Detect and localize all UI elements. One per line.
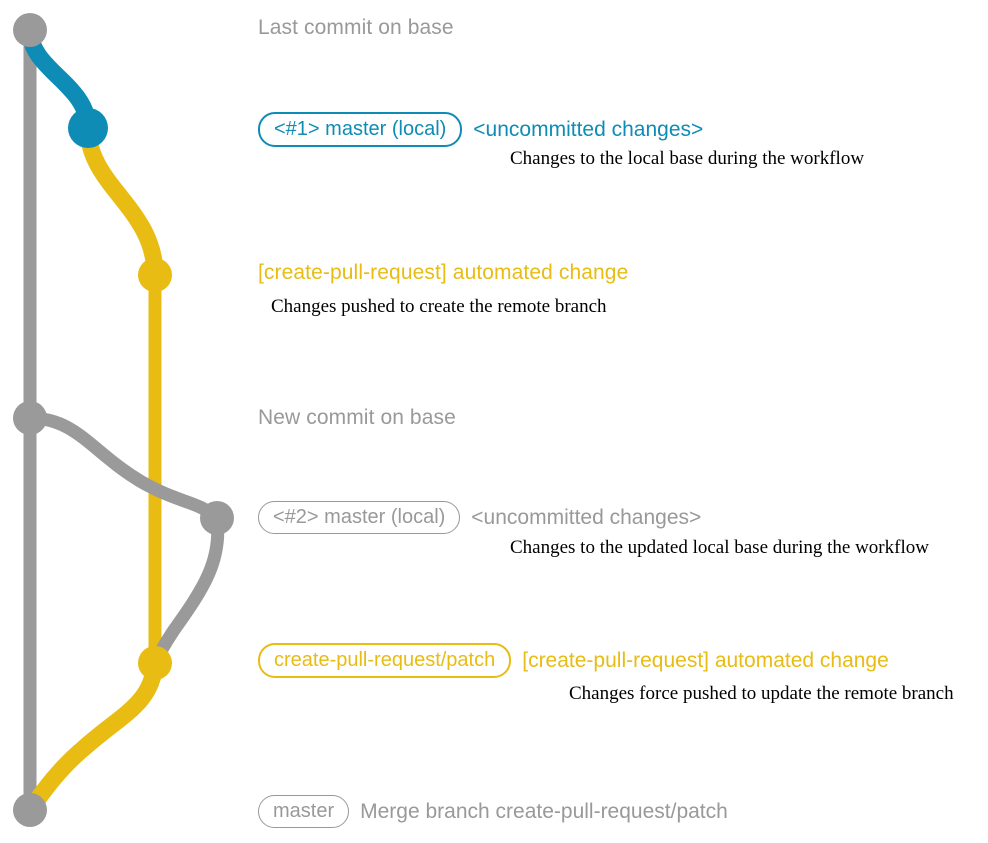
node-merge-commit[interactable]: [13, 793, 47, 827]
edge-base-to-local-2: [23, 411, 224, 525]
commit-description-patch-1: Changes pushed to create the remote bran…: [271, 296, 607, 317]
node-automated-change-2[interactable]: [138, 646, 172, 680]
commit-message-local-2: <uncommitted changes>: [471, 505, 702, 529]
commit-description-local-1: Changes to the local base during the wor…: [510, 148, 865, 169]
node-automated-change-1[interactable]: [138, 258, 172, 292]
edge-local-2-to-patch-2: [148, 511, 225, 670]
node-local-commit-1[interactable]: [68, 108, 108, 148]
commit-message-last-commit: Last commit on base: [258, 16, 454, 39]
commit-description-patch-2: Changes force pushed to update the remot…: [569, 683, 954, 704]
commit-row-last-commit: Last commit on base: [258, 16, 454, 40]
edge-patch-2-to-merge: [21, 654, 164, 819]
node-new-commit-on-base[interactable]: [13, 401, 47, 435]
commit-message-local-1: <uncommitted changes>: [473, 117, 704, 141]
commit-message-patch-1: [create-pull-request] automated change: [258, 261, 629, 284]
commit-row-patch-2: create-pull-request/patch [create-pull-r…: [258, 643, 889, 678]
commit-message-patch-2: [create-pull-request] automated change: [522, 648, 889, 672]
commit-message-merge: Merge branch create-pull-request/patch: [360, 799, 728, 823]
node-local-commit-2[interactable]: [200, 501, 234, 535]
edge-base-to-local-1: [21, 21, 97, 137]
branch-badge-master-local-1[interactable]: <#1> master (local): [258, 112, 463, 147]
commit-row-local-1: <#1> master (local) <uncommitted changes…: [258, 112, 703, 147]
commit-description-local-2: Changes to the updated local base during…: [510, 537, 929, 558]
commit-row-local-2: <#2> master (local) <uncommitted changes…: [258, 501, 701, 534]
branch-badge-create-pull-request-patch[interactable]: create-pull-request/patch: [258, 643, 512, 678]
node-last-commit-on-base[interactable]: [13, 13, 47, 47]
commit-row-new-commit: New commit on base: [258, 406, 456, 430]
branch-badge-master[interactable]: master: [258, 795, 350, 828]
edge-local-1-to-patch-1: [79, 119, 164, 284]
commit-row-patch-1: [create-pull-request] automated change: [258, 261, 628, 285]
branch-badge-master-local-2[interactable]: <#2> master (local): [258, 501, 461, 534]
commit-row-merge: master Merge branch create-pull-request/…: [258, 795, 728, 828]
commit-message-new-commit: New commit on base: [258, 406, 456, 429]
